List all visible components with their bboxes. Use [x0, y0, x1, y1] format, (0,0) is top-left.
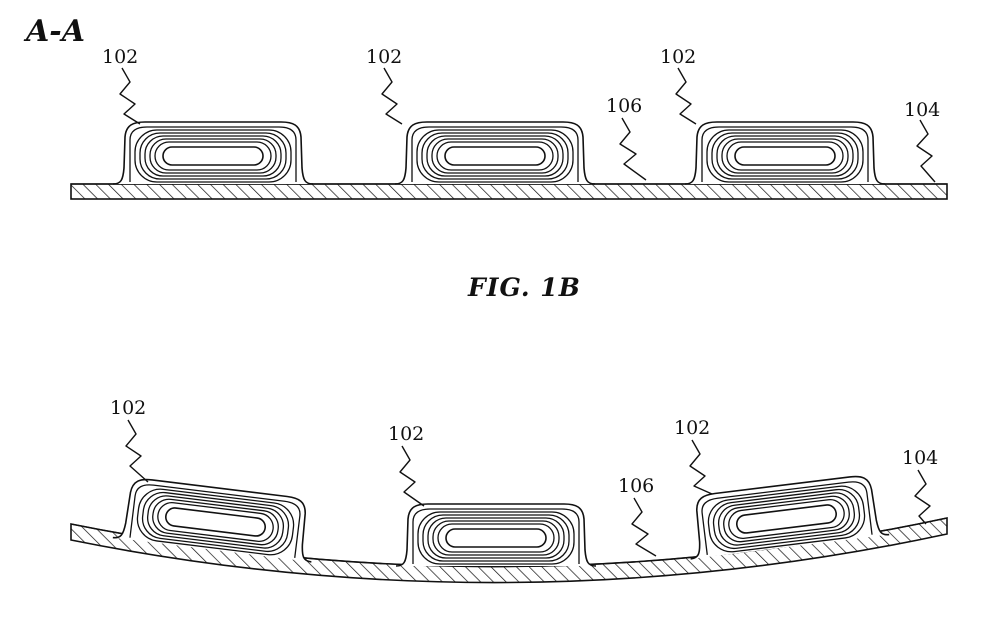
lower-label-102-a: 102: [110, 397, 146, 419]
upper-leader-106: [619, 117, 647, 181]
lower-leader-102-a: [125, 419, 149, 483]
upper-label-102-a: 102: [102, 46, 138, 68]
lower-leader-106: [631, 497, 657, 557]
lower-label-102-c: 102: [674, 417, 710, 439]
figure-caption: FIG. 1B: [467, 273, 581, 302]
upper-leader-104: [916, 119, 936, 183]
upper-leader-102-b: [381, 67, 403, 125]
lower-view: 102 102 102 106 104: [70, 397, 948, 584]
lower-cell-1: [112, 478, 312, 563]
lower-cell-2: [395, 503, 597, 567]
upper-leader-102-c: [675, 67, 697, 125]
upper-substrate-104: [70, 183, 948, 200]
upper-label-102-b: 102: [366, 46, 402, 68]
section-label: A-A: [23, 14, 85, 49]
upper-label-102-c: 102: [660, 46, 696, 68]
lower-leader-102-b: [399, 445, 425, 507]
lower-label-102-b: 102: [388, 423, 424, 445]
upper-cell-3: [684, 121, 886, 185]
upper-leader-102-a: [119, 67, 141, 125]
lower-leader-104: [914, 469, 931, 525]
upper-cell-2: [394, 121, 596, 185]
upper-label-104: 104: [904, 99, 940, 121]
lower-label-106: 106: [618, 475, 654, 497]
lower-cell-3: [690, 475, 890, 560]
upper-cell-1: [112, 121, 314, 185]
upper-view: A-A: [23, 14, 948, 200]
lower-leader-102-c: [689, 439, 713, 495]
upper-label-106: 106: [606, 95, 642, 117]
lower-label-104: 104: [902, 447, 938, 469]
